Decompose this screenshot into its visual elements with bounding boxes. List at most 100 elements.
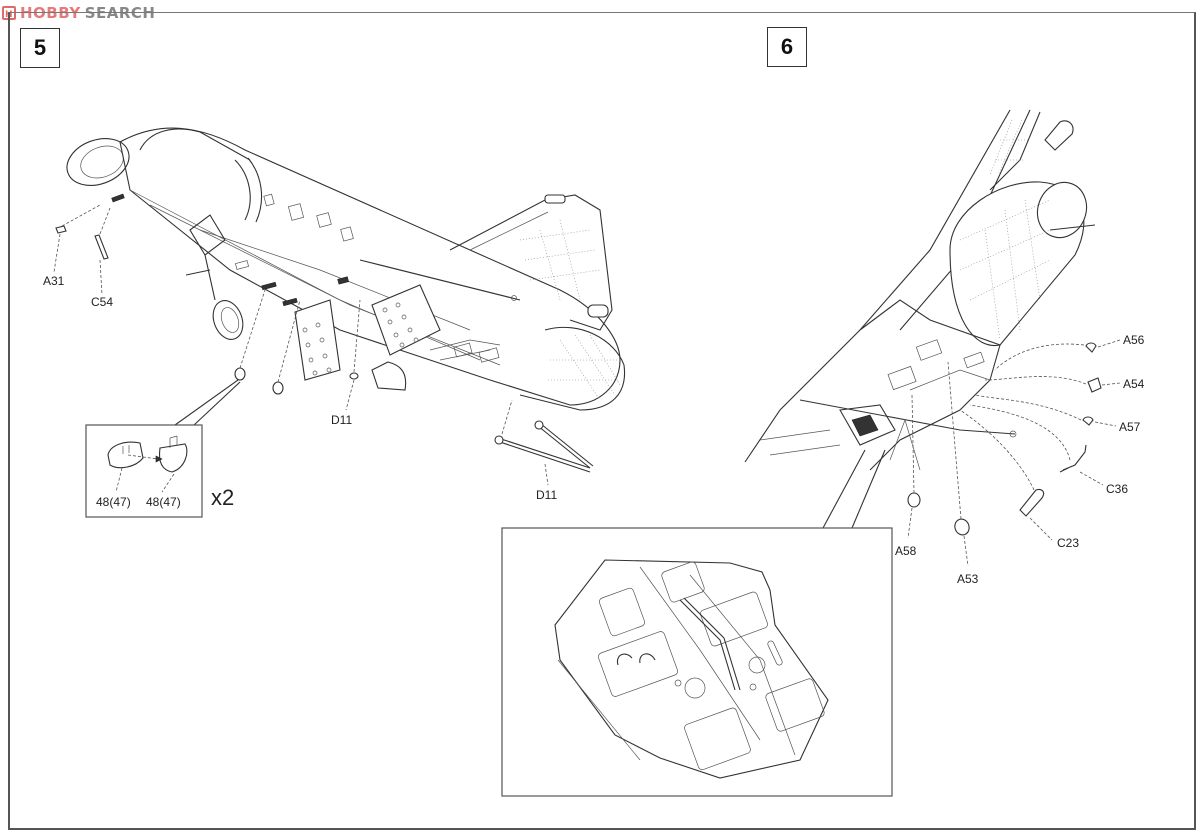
panel-A58-slot [887, 365, 917, 391]
leader-C54-to-fuselage [99, 207, 111, 235]
canopy-frame [139, 128, 251, 161]
hatch-panel [661, 561, 705, 603]
panel [316, 212, 332, 228]
gear-door-right [371, 284, 441, 356]
step-number-6: 6 [767, 27, 807, 67]
gear-door-left-holes [302, 322, 332, 376]
part-A54-shape [1087, 377, 1102, 393]
leader-cap-1 [239, 289, 266, 369]
part-48-right-tab [169, 435, 178, 448]
step-number-5: 5 [20, 28, 60, 68]
belly-panel [478, 347, 500, 363]
panel-centerline-2 [689, 574, 796, 756]
leader-A56-to-airframe [994, 343, 1085, 371]
part-D11-strut-short [537, 425, 591, 469]
leader-A54-to-airframe [984, 376, 1087, 385]
belly-panel [453, 342, 473, 358]
gear-door-right-holes [382, 302, 419, 348]
part-label-48-47-right: 48(47) [146, 495, 181, 509]
step6-detail-inset [501, 527, 893, 797]
fuel-line-pipe [679, 599, 736, 691]
part-D11-strut-short-2 [540, 423, 594, 467]
leader-D11-label [345, 379, 355, 411]
small-port [674, 679, 682, 687]
cannon-rod [799, 399, 1016, 435]
leader-A57-to-airframe [974, 394, 1082, 421]
leader-C23-to-airframe [959, 409, 1035, 491]
part-label-A31: A31 [43, 274, 65, 288]
leader-48-right [161, 473, 175, 493]
page-frame [8, 12, 1196, 830]
step5-subassembly-box [85, 424, 203, 518]
nozzle-rod [1049, 224, 1096, 231]
leader-C54-label [99, 259, 103, 296]
gear-door-left [294, 299, 341, 381]
part-A58-shape [907, 492, 921, 508]
step6-part-callouts [822, 339, 1121, 567]
leader-D11-strut-label [544, 463, 549, 486]
vent-grille [282, 297, 298, 307]
panel-A56-slot [963, 351, 985, 369]
part-cap-2 [272, 381, 284, 395]
part-label-D11-strut: D11 [536, 488, 558, 502]
leader-A54-label [1101, 382, 1121, 386]
panel [263, 193, 275, 207]
nose-wheel-hub [220, 307, 240, 333]
part-C54-shape [94, 234, 109, 260]
nose-gear-bracket [189, 214, 226, 256]
nose-gear-cylinder [185, 269, 211, 276]
round-port-right [748, 656, 766, 674]
leader-A58-to-airframe [911, 394, 915, 494]
leader-A53-label [963, 535, 969, 567]
access-hatch-right [765, 678, 825, 732]
leader-D11-to-fuselage [353, 299, 361, 373]
quantity-multiplier: x2 [211, 485, 235, 510]
strut-end-1 [494, 435, 504, 445]
panel [340, 226, 354, 242]
lower-fuselage-outline [859, 299, 1001, 471]
part-A53-shape [954, 518, 970, 536]
leader-A53-to-airframe [947, 361, 962, 520]
airbrake-panel [371, 361, 407, 391]
panel-A53-slot [915, 339, 943, 361]
panel-centerline [639, 566, 761, 741]
part-label-A56: A56 [1123, 333, 1145, 347]
wing-leading-edge [469, 211, 549, 251]
part-label-A58: A58 [895, 544, 917, 558]
arrow-head-icon [155, 455, 163, 463]
part-label-48-47-left: 48(47) [96, 495, 131, 509]
callout-line-subassembly-1 [174, 379, 239, 426]
bay-detail [909, 369, 991, 391]
part-label-A53: A53 [957, 572, 979, 586]
part-label-A54: A54 [1123, 377, 1145, 391]
strut-end-2 [534, 420, 544, 430]
gear-bay-dark [851, 414, 879, 437]
assembly-arrow [127, 454, 159, 460]
wing-rivet-grid [989, 119, 1030, 176]
leader-A31-to-fuselage [61, 204, 101, 227]
leader-C23-label [1029, 517, 1053, 541]
step5-part-callouts [53, 204, 594, 486]
watermark-brand-hobby: HOBBY [20, 4, 81, 22]
leader-A58-label [907, 507, 913, 539]
step5-aircraft-drawing [66, 127, 626, 411]
hatch-panel [700, 591, 768, 647]
leader-A57-label [1094, 421, 1117, 427]
vent-grille [261, 281, 277, 291]
fuel-line-pipe-2 [683, 597, 741, 691]
fitting-loops [616, 653, 656, 666]
wing-edge [989, 111, 1041, 191]
part-C36-shape [1062, 444, 1087, 471]
part-label-C36: C36 [1106, 482, 1129, 496]
round-port [684, 677, 706, 699]
subassembly-frame [85, 424, 203, 518]
leader-C36-to-airframe [969, 404, 1071, 461]
hatch-panel [599, 587, 645, 637]
part-label-C23: C23 [1057, 536, 1080, 550]
part-48-left-detail [122, 445, 130, 454]
part-A57-shape [1082, 416, 1094, 426]
canopy-rear-frame [234, 159, 251, 221]
missile-rail-pod [587, 304, 609, 318]
watermark-brand-search: SEARCH [84, 4, 156, 22]
